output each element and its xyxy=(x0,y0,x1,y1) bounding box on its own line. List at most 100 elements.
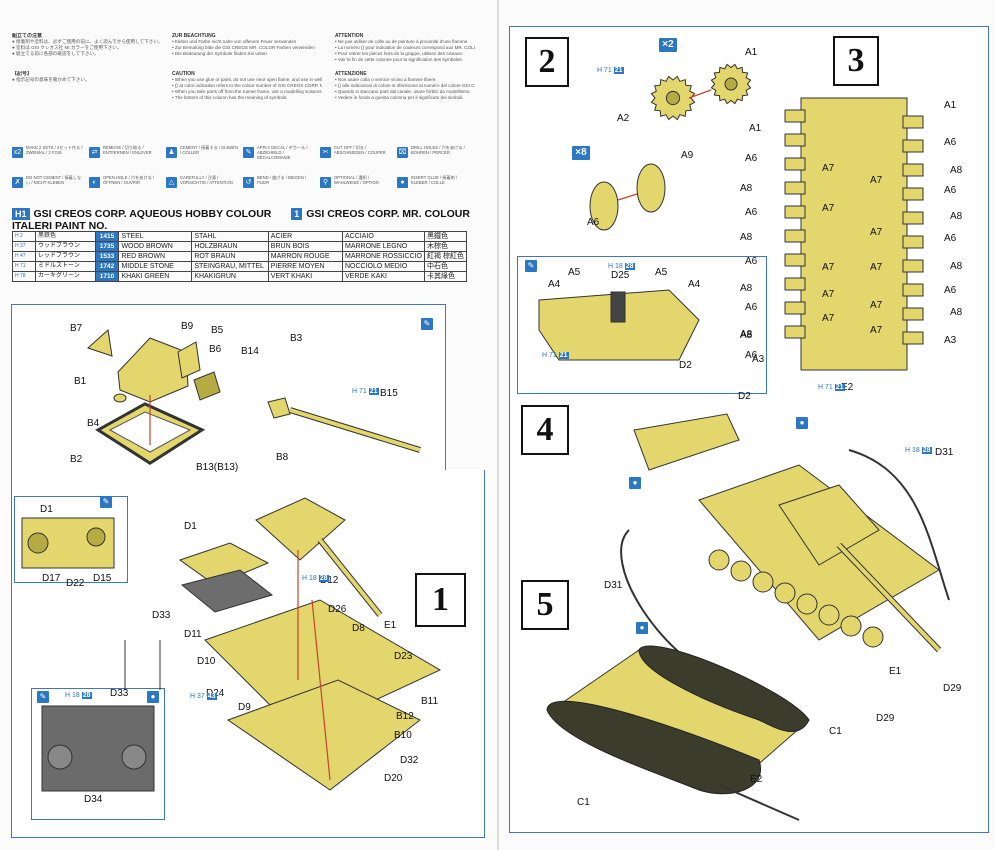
italeri-row: ITALERI PAINT NO. xyxy=(12,220,107,232)
mr-colour-brand: GSI CREOS CORP. MR. COLOUR xyxy=(306,208,470,220)
legend-item: ⚲OPTIONAL / 選択 / WAHLWEISE / OPTION xyxy=(320,175,393,201)
part-label: B10 xyxy=(394,730,412,741)
part-label: D20 xyxy=(384,773,403,784)
c1-track-left xyxy=(546,700,762,795)
part-label: D23 xyxy=(394,651,413,662)
part-label: B14 xyxy=(241,346,259,357)
turret-part xyxy=(255,497,346,561)
caution-title: CAUTION xyxy=(172,71,195,77)
part-label: B5 xyxy=(211,325,224,336)
legend-item: ↺BEND / 曲げる / BIEGEN / PLIER xyxy=(243,175,316,201)
callout-prefix: H xyxy=(302,575,309,582)
upper-hull-part xyxy=(204,599,442,736)
cut-icon: ✂ xyxy=(320,147,331,158)
suspension-arm-left xyxy=(784,253,806,267)
part-label: D33 xyxy=(152,610,171,621)
legend-item: ⌧DRILL HOLES / 穴をあける / BOHREN / PERCER xyxy=(397,145,470,171)
paint-callout: H 18 28 xyxy=(65,692,92,699)
suspension-arm-right xyxy=(902,115,924,129)
legend-text: INSERT GLUE / 接着剤 / KLEBER / COLLE xyxy=(411,175,458,185)
jp-line: ● 指示記号の意味を確かめて下さい。 xyxy=(12,77,90,82)
suspension-arm-right xyxy=(902,283,924,297)
fr-title: ATTENTION xyxy=(335,33,364,39)
remove-icon: ⇄ xyxy=(89,147,100,158)
suspension-arm-right xyxy=(902,307,924,321)
suspension-arm-right xyxy=(902,139,924,153)
part-label: A7 xyxy=(870,262,883,273)
make-sets-icon: x2 xyxy=(12,147,23,158)
callout-prefix: H xyxy=(65,692,72,699)
bend-icon: ↺ xyxy=(243,177,254,188)
callout-mr-number: 21 xyxy=(834,384,845,391)
part-label: D1 xyxy=(40,504,53,515)
part-label: B11 xyxy=(421,696,439,707)
caution-line: • () at color indication refers to the c… xyxy=(172,83,322,88)
turret-roof-part xyxy=(117,337,189,403)
de-line: • Zur Bemalung bitte die GSI CREOS MR. C… xyxy=(172,45,315,50)
part-label: D29 xyxy=(876,713,895,724)
paint-callout: H 18 28 xyxy=(905,447,932,454)
part-label: B3 xyxy=(290,333,303,344)
part-label: A6 xyxy=(745,350,758,361)
part-label: A7 xyxy=(822,289,835,300)
paint-cell-de: KHAKIGRÜN xyxy=(191,271,269,282)
part-label: D22 xyxy=(66,578,85,589)
part-label: E1 xyxy=(384,620,397,631)
quantity-x2-badge: ×2 xyxy=(659,38,677,52)
part-label: D17 xyxy=(42,573,61,584)
suspension-arm-left xyxy=(784,109,806,123)
jp-line: ● 接着剤や塗料は、必ずご使用の前に、よく読んでから使用して下さい。 xyxy=(12,39,162,44)
part-label: D31 xyxy=(935,447,954,458)
right-instruction-page: 2 3 4 5 ×2 ×8 ✎ ● ● ● xyxy=(499,0,995,850)
it-line: • () alle indicazioni di colore si rifer… xyxy=(335,83,475,88)
paint-callout: H 71 21 xyxy=(818,384,845,391)
legend-text: CUT OFF / 切る / ABSCHNEIDEN / COUPER xyxy=(334,145,386,155)
aqueous-brand: GSI CREOS CORP. AQUEOUS HOBBY COLOUR xyxy=(33,208,272,220)
jp-line: ● 組立てる前に各部の確認をして下さい。 xyxy=(12,51,99,56)
callout-mr-number: 28 xyxy=(624,263,635,270)
road-wheel xyxy=(862,626,884,648)
paint-callout: H 71 21 xyxy=(352,388,379,395)
suspension-arm-left xyxy=(784,205,806,219)
italeri-label: ITALERI PAINT NO. xyxy=(12,220,108,232)
paint-brush-icon: ✎ xyxy=(37,691,49,703)
callout-h-number: 18 xyxy=(72,692,80,699)
de-line: • Kleber und Farbe nicht nahe von offene… xyxy=(172,39,297,44)
jp-line: ● 塗料は GSI クレオス社 Mr.カラーをご使用下さい。 xyxy=(12,45,122,50)
part-label: A7 xyxy=(822,203,835,214)
part-label: A5 xyxy=(655,267,668,278)
road-wheel xyxy=(796,593,818,615)
callout-prefix: H xyxy=(597,67,604,74)
paint-callout: H 18 28 xyxy=(608,263,635,270)
de-title: ZUR BEACHTUNG xyxy=(172,33,216,39)
part-label: D9 xyxy=(238,702,251,713)
callout-mr-number: 28 xyxy=(81,692,92,699)
part-label: D2 xyxy=(679,360,692,371)
part-label: A7 xyxy=(822,313,835,324)
drill-icon: ⌧ xyxy=(397,147,408,158)
suspension-arm-left xyxy=(784,277,806,291)
glue-drop-icon: ● xyxy=(636,622,648,634)
b4-part xyxy=(113,393,127,403)
suspension-arm-left xyxy=(784,229,806,243)
callout-h-number: 71 xyxy=(604,67,612,74)
legend-text: CEMENT / 接着する / KLEBEN / COLLER xyxy=(180,145,238,155)
legend-item: ♟CEMENT / 接着する / KLEBEN / COLLER xyxy=(166,145,239,171)
glue-drop-icon: ● xyxy=(147,691,159,703)
part-label: A8 xyxy=(950,211,963,222)
part-label: D12 xyxy=(320,575,339,586)
road-wheel xyxy=(774,582,796,604)
part-label: A6 xyxy=(745,302,758,313)
glue-drop-icon: ● xyxy=(796,417,808,429)
legend-item: ◐OPEN HOLE / 穴をあける / ÖFFNEN / OUVRIR xyxy=(89,175,162,201)
callout-prefix: H xyxy=(905,447,912,454)
part-label: B15 xyxy=(380,388,398,399)
part-label: D34 xyxy=(84,794,103,805)
part-label: A1 xyxy=(749,123,762,134)
callout-h-number: 71 xyxy=(825,384,833,391)
part-label: A8 xyxy=(950,307,963,318)
assembly-arrow xyxy=(617,193,638,201)
cement-icon: ♟ xyxy=(166,147,177,158)
